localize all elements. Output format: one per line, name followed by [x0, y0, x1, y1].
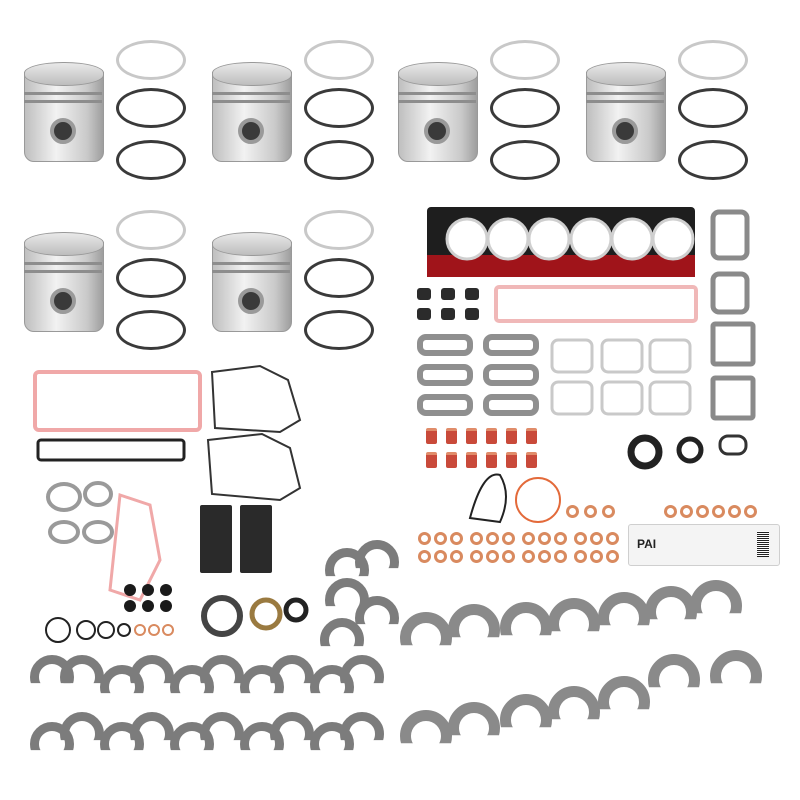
- brand-label: PAI: [637, 537, 657, 551]
- oil-cooler-gasket: [240, 505, 272, 573]
- piston-3: [398, 62, 478, 162]
- ring: [116, 88, 186, 128]
- thrust-bearing: [648, 654, 700, 688]
- rear-seal: [627, 434, 663, 470]
- piston-ring-set-5: [24, 206, 194, 356]
- manifold-gaskets: [417, 334, 539, 416]
- black-grommets: [124, 584, 172, 612]
- piston-1: [24, 62, 104, 162]
- piston-2: [212, 62, 292, 162]
- oil-cooler-gasket: [200, 505, 232, 573]
- timing-cover-gasket: [206, 432, 302, 502]
- pink-gasket: [494, 285, 698, 323]
- piston-4: [586, 62, 666, 162]
- piston-ring-set-1: [24, 36, 194, 186]
- piston-6: [212, 232, 292, 332]
- product-label-card: PAI: [628, 524, 780, 566]
- turbo-gaskets: [710, 209, 756, 421]
- pink-gasket-small: [108, 492, 162, 602]
- ring: [116, 140, 186, 180]
- turbo-drain-gasket: [718, 434, 748, 456]
- o-rings: [45, 617, 131, 643]
- ring: [116, 40, 186, 80]
- misc-gaskets: [46, 481, 114, 544]
- valve-cover-gaskets: [550, 338, 692, 416]
- large-o-ring: [515, 477, 561, 523]
- large-o-ring: [468, 473, 507, 524]
- barcode-icon: [757, 531, 769, 557]
- piston-ring-set-6: [212, 206, 382, 356]
- oil-pan-gasket: [33, 370, 202, 432]
- head-gasket: [427, 207, 695, 277]
- crank-seal: [201, 595, 243, 637]
- timing-cover-gasket: [210, 364, 302, 434]
- crank-seal: [249, 597, 283, 631]
- valve-stem-seals: [417, 288, 479, 320]
- piston-5: [24, 232, 104, 332]
- piston-ring-set-4: [586, 36, 756, 186]
- rubber-gasket: [36, 438, 186, 462]
- piston-ring-set-2: [212, 36, 382, 186]
- piston-ring-set-3: [398, 36, 568, 186]
